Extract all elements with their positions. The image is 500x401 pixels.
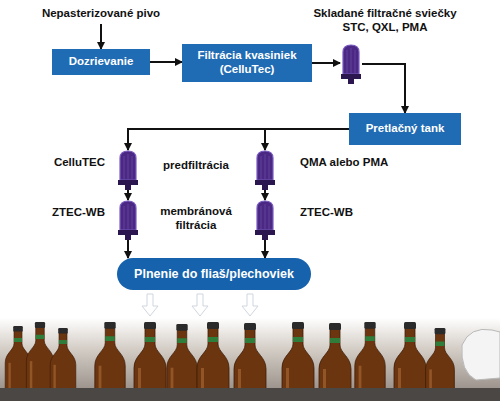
- candle-base: [118, 230, 138, 235]
- flow-connector: [362, 64, 405, 113]
- candle-pleats: [347, 48, 355, 73]
- candle-outlet: [125, 235, 131, 240]
- candle-text: CelluTEC: [54, 156, 105, 170]
- filter-candle: CelluTEC: [117, 150, 139, 190]
- candle-label: ZTEC-WB: [300, 206, 353, 220]
- candle-body: [257, 201, 273, 230]
- candle-body: [257, 151, 273, 180]
- candle-base: [255, 230, 275, 235]
- box-text: Plnenie do fliaš/plechoviek: [127, 267, 301, 282]
- process-box: Filtrácia kvasiniek (CelluTec): [182, 44, 312, 82]
- flow-connector: [264, 190, 266, 200]
- flow-connector: [150, 61, 182, 63]
- conveyor: [0, 388, 500, 401]
- candle-pleats: [261, 204, 269, 229]
- candle-icon: [340, 44, 362, 84]
- candle-label: CelluTEC: [54, 156, 105, 170]
- node-text: Filtrácia kvasiniek (CelluTec): [188, 49, 306, 77]
- candle-text: STC, QXL, PMA: [295, 21, 475, 35]
- candle-outlet: [348, 79, 354, 84]
- candle-icon: [254, 150, 276, 190]
- candle-base: [341, 74, 361, 79]
- filter-candle: QMA alebo PMA: [254, 150, 276, 190]
- candle-outlet: [262, 235, 268, 240]
- filter-candle: Skladané filtračné sviečkySTC, QXL, PMA: [340, 44, 362, 84]
- candle-outlet: [262, 185, 268, 190]
- candle-pleats: [124, 154, 132, 179]
- gripper: [462, 329, 500, 380]
- candle-body: [120, 201, 136, 230]
- flow-connector: [127, 240, 129, 258]
- candle-label: Skladané filtračné sviečkySTC, QXL, PMA: [295, 7, 475, 35]
- input-arrow: [100, 24, 102, 49]
- filling-pill: Plnenie do fliaš/plechoviek: [117, 258, 311, 290]
- candle-pleats: [261, 154, 269, 179]
- candle-pleats: [124, 204, 132, 229]
- candle-icon: [117, 200, 139, 240]
- flow-connector: [127, 190, 129, 200]
- flow-connector: [264, 240, 266, 258]
- flow-arrow: [142, 294, 158, 316]
- candle-text: Skladané filtračné sviečky: [295, 7, 475, 21]
- candle-text: ZTEC-WB: [300, 206, 353, 220]
- tank-box: Pretlačný tank: [349, 113, 461, 145]
- stage-label: membránová filtrácia: [150, 204, 242, 232]
- candle-body: [343, 45, 359, 74]
- candle-label: ZTEC-WB: [52, 206, 105, 220]
- candle-text: QMA alebo PMA: [300, 156, 388, 170]
- candle-label: QMA alebo PMA: [300, 156, 388, 170]
- candle-text: ZTEC-WB: [52, 206, 105, 220]
- node-text: Pretlačný tank: [355, 122, 455, 136]
- candle-icon: [117, 150, 139, 190]
- box-text: Dozrievanie: [58, 55, 144, 69]
- candle-outlet: [125, 185, 131, 190]
- candle-base: [118, 180, 138, 185]
- input-label: Nepasterizované pivo: [21, 6, 181, 20]
- flow-connector: [128, 129, 349, 150]
- node-text: Dozrievanie: [58, 55, 144, 69]
- process-box: Dozrievanie: [52, 49, 150, 75]
- box-text: Pretlačný tank: [355, 122, 455, 136]
- candle-body: [120, 151, 136, 180]
- filter-candle: ZTEC-WB: [254, 200, 276, 240]
- candle-icon: [254, 200, 276, 240]
- candle-base: [255, 180, 275, 185]
- node-text: Plnenie do fliaš/plechoviek: [127, 267, 301, 282]
- box-text: Filtrácia kvasiniek (CelluTec): [188, 49, 306, 77]
- filter-candle: ZTEC-WB: [117, 200, 139, 240]
- flow-connector: [312, 62, 340, 64]
- flow-arrow: [242, 294, 258, 316]
- flow-arrow: [192, 294, 208, 316]
- flow-connector: [265, 129, 349, 150]
- stage-label: predfiltrácia: [150, 158, 242, 172]
